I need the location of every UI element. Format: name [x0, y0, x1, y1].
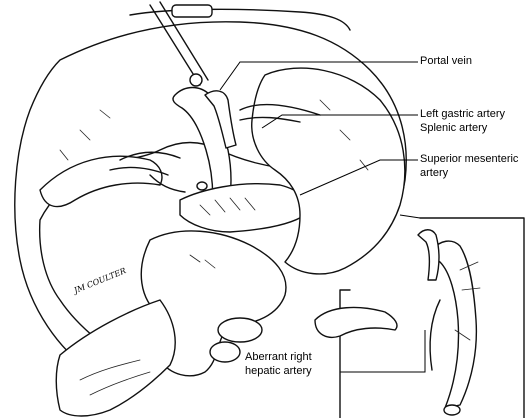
hand-fold [79, 359, 151, 396]
inset-aorta [430, 240, 478, 409]
instrument-tip [189, 73, 203, 87]
left-gastric-vessel [239, 103, 321, 116]
label-sma-line2: artery [420, 167, 449, 179]
colon-segment-2 [209, 341, 241, 363]
inset-connector [399, 214, 421, 219]
surgeon-hand [55, 299, 176, 417]
label-splenic-artery: Splenic artery [420, 122, 488, 134]
pancreas [179, 182, 307, 233]
label-aberrant-line2: hepatic artery [245, 365, 312, 377]
leader-left-gastric [261, 114, 418, 129]
colon-segment-1 [217, 317, 263, 343]
label-left-gastric-artery: Left gastric artery [420, 108, 505, 120]
hepatic-artery-branch [204, 90, 237, 149]
inset-vessel-end [443, 404, 461, 416]
leader-aberrant [340, 330, 426, 373]
falciform-ligament [129, 8, 351, 31]
ligament-band [171, 4, 213, 18]
instrument [149, 1, 209, 86]
label-aberrant-line1: Aberrant right [245, 351, 312, 363]
splenic-artery-vessel [239, 116, 301, 123]
inset-branches [454, 261, 481, 341]
inset-stomach [314, 306, 398, 338]
hatching [59, 99, 369, 269]
inset-aberrant-artery [429, 299, 441, 371]
inset-portal-vein [417, 229, 440, 281]
label-portal-vein: Portal vein [420, 55, 472, 67]
gallbladder [39, 155, 163, 208]
leader-sma [299, 159, 418, 196]
left-vessel-branches [109, 151, 186, 193]
leader-portal-vein [219, 61, 418, 91]
label-sma-line1: Superior mesenteric [420, 153, 519, 165]
vessel-stump [196, 181, 208, 191]
